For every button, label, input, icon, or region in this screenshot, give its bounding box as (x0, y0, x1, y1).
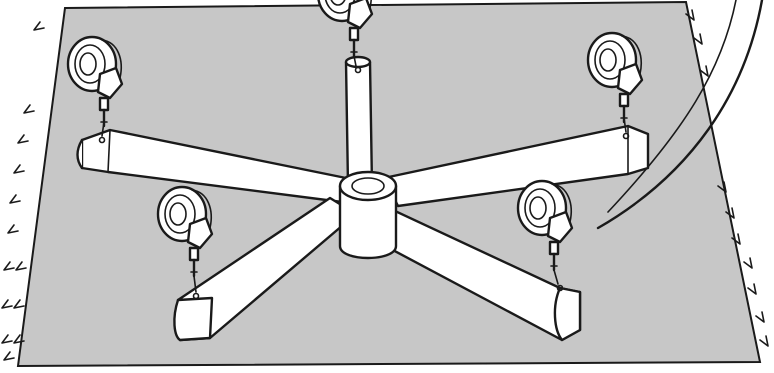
base-arm-back (344, 55, 374, 188)
base-arm-right (382, 124, 650, 208)
motion-arc (596, 0, 764, 230)
carpet-fringe-right (685, 9, 769, 347)
carpet-fringe-left (1, 21, 45, 361)
caster-pins (101, 55, 627, 293)
center-hub (338, 170, 398, 260)
